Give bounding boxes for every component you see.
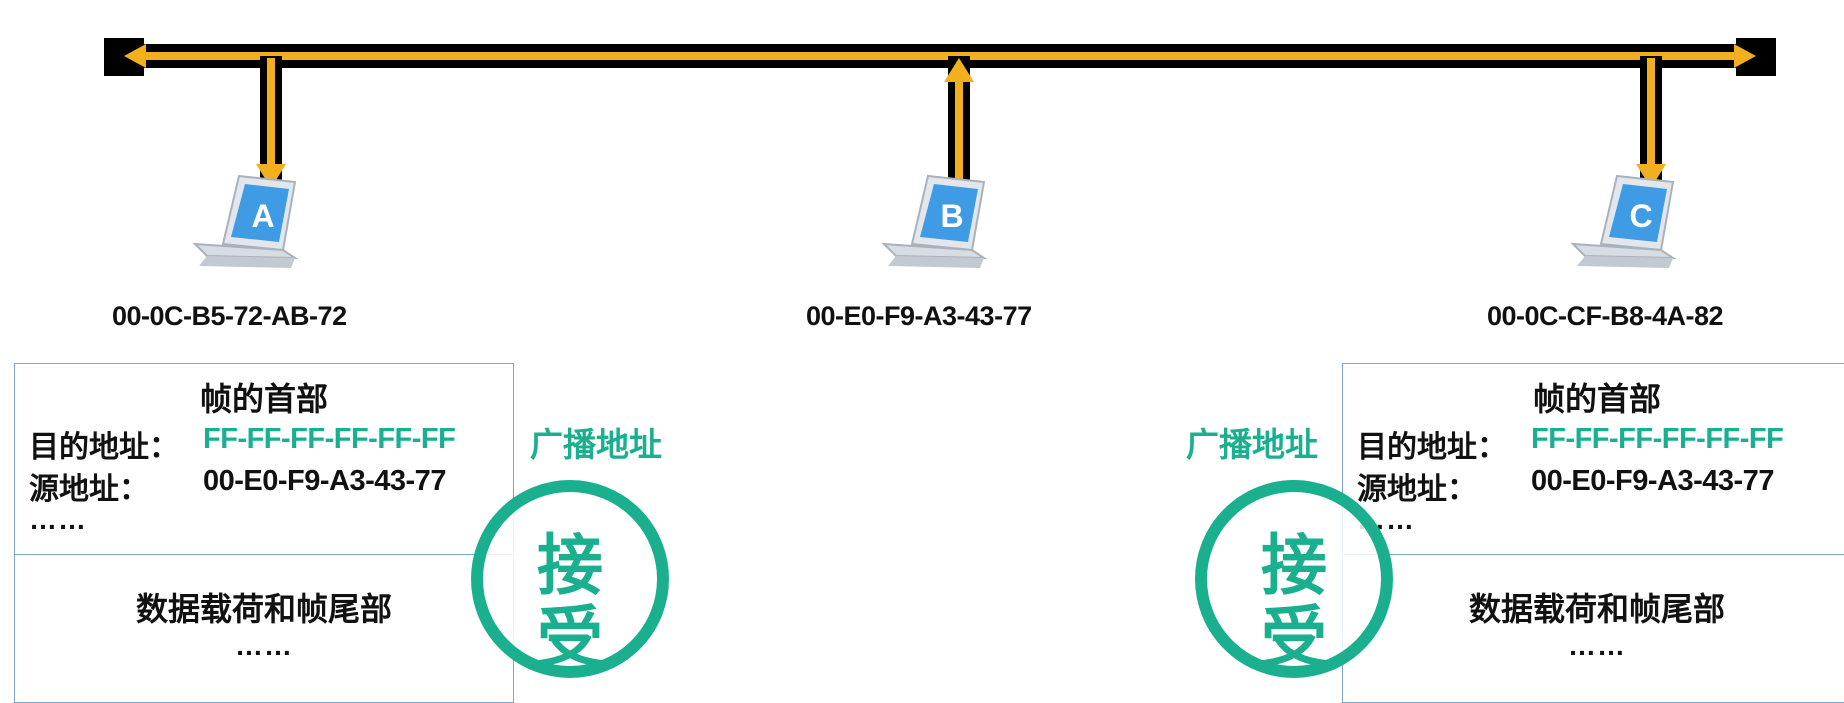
payload-title: 数据载荷和帧尾部 [135,591,392,627]
host-label-a: A [251,198,274,234]
src-address-label: 源地址： [29,473,149,506]
drop-signal-c [1647,58,1655,168]
drop-signal-a [267,58,275,168]
mac-address-c: 00-0C-CF-B8-4A-82 [1487,301,1724,331]
signal-arrow-a [256,164,286,188]
signal-arrow-b [944,58,974,82]
src-address-label: 源地址： [1357,473,1477,506]
frame-header: 帧的首部 目的地址： FF-FF-FF-FF-FF-FF 源地址： 00-E0-… [15,364,513,555]
broadcast-label-c: 广播地址 [1186,426,1318,463]
signal-arrow-left [124,44,146,68]
mac-address-a: 00-0C-B5-72-AB-72 [112,301,347,331]
dest-address-label: 目的地址： [29,431,179,464]
accept-stamp-top: 接 [537,527,603,604]
payload-title: 数据载荷和帧尾部 [1468,591,1725,627]
dest-address-value: FF-FF-FF-FF-FF-FF [1531,423,1784,455]
frame-box-a: 帧的首部 目的地址： FF-FF-FF-FF-FF-FF 源地址： 00-E0-… [14,363,514,703]
host-label-c: C [1629,198,1652,234]
accept-stamp-bottom: 受 [537,599,603,676]
signal-arrow-c [1636,164,1666,188]
frame-box-c: 帧的首部 目的地址： FF-FF-FF-FF-FF-FF 源地址： 00-E0-… [1342,363,1844,703]
accept-stamp-bottom: 受 [1261,599,1327,676]
dest-address-value: FF-FF-FF-FF-FF-FF [203,423,456,455]
laptop-icon: C [1570,174,1677,268]
frame-header: 帧的首部 目的地址： FF-FF-FF-FF-FF-FF 源地址： 00-E0-… [1343,364,1844,555]
frame-header-title: 帧的首部 [199,381,328,417]
dest-address-label: 目的地址： [1357,431,1507,464]
accept-stamp-top: 接 [1261,527,1327,604]
src-address-value: 00-E0-F9-A3-43-77 [1531,465,1774,497]
host-label-b: B [940,198,963,234]
laptop-icon: A [192,174,299,268]
payload-ellipsis: …… [1568,630,1626,661]
accept-stamp-c: 接 受 [1195,480,1393,678]
bus-signal [140,52,1736,60]
accept-stamp-a: 接 受 [471,480,669,678]
broadcast-label-a: 广播地址 [530,426,662,463]
src-address-value: 00-E0-F9-A3-43-77 [203,465,446,497]
payload-ellipsis: …… [235,630,293,661]
laptop-icon: B [881,174,988,268]
frame-header-title: 帧的首部 [1532,381,1661,417]
drop-signal-b [955,78,963,188]
signal-arrow-right [1734,44,1756,68]
mac-address-b: 00-E0-F9-A3-43-77 [806,301,1032,331]
header-ellipsis: …… [29,504,87,535]
